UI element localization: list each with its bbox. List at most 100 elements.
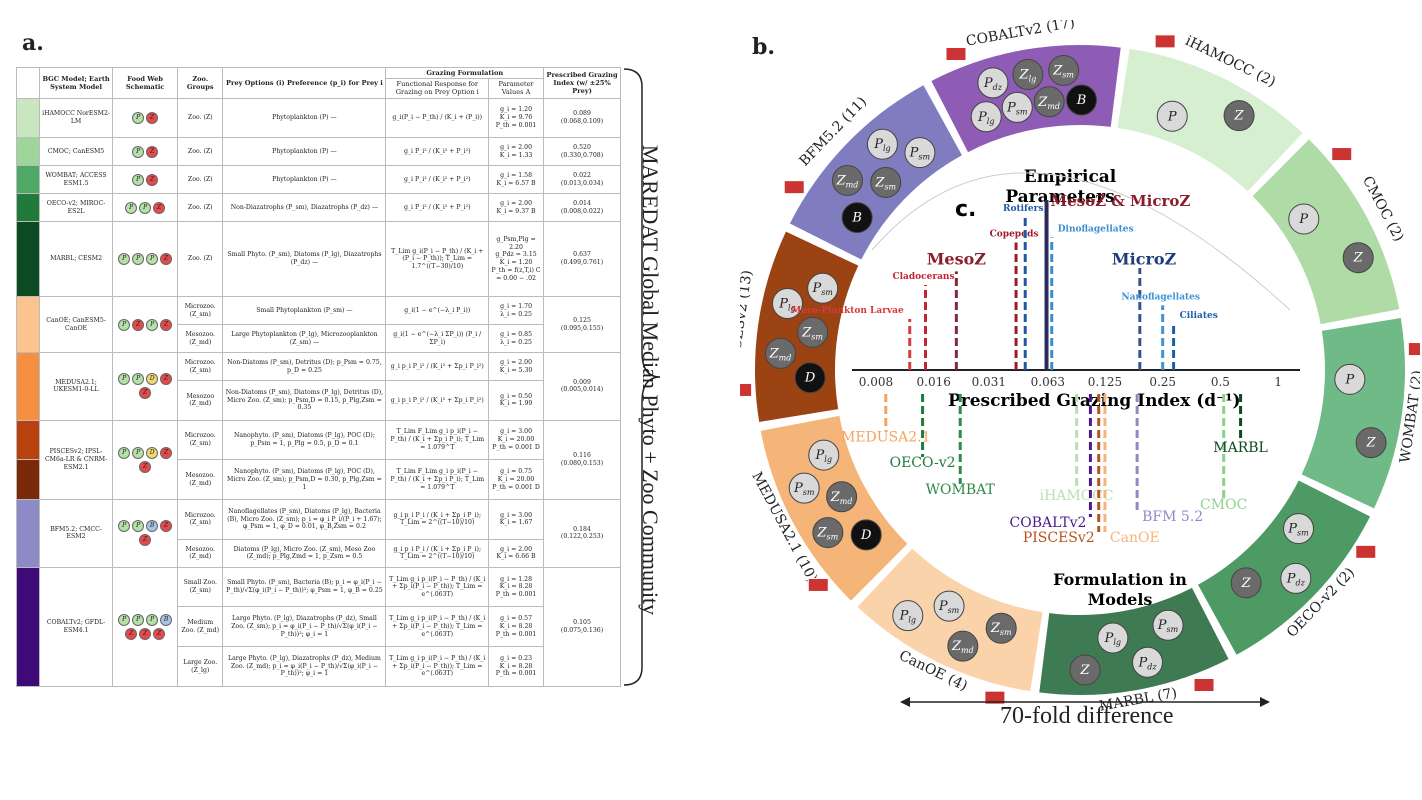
node-subscript: sm [827,533,839,542]
foodweb-node: P [146,318,159,331]
model-swatch [16,193,40,223]
node-subscript: sm [948,606,960,615]
node-pdz [977,67,1009,99]
table-row: Mesozoo. (Z_md)Nanophyto. (P_sm), Diatom… [16,459,621,501]
parameter-values: g_i = 0.50 K_i = 1.99 [488,380,545,421]
parameter-values: g_i = 2.00 K_i = 1.33 [488,137,545,167]
empirical-label: Ciliates [1180,311,1218,321]
functional-response: g_i p_i P_i² / (K_i² + Σp_i P_i²) [385,352,490,382]
node-subscript: sm [1062,70,1074,79]
panel-b-label: b. [752,34,776,60]
node-d [794,362,826,394]
node-label: Z [1353,251,1364,266]
header-zoo: Zoo. Groups [177,67,224,99]
prey-options: Nanoflagellates (P_sm), Diatoms (P_lg), … [222,499,387,540]
foodweb-node: P [146,613,159,626]
node-label: P [1298,212,1308,227]
prey-options: Small Phytoplankton (P_sm) — [222,296,387,326]
node-zsm [1048,54,1080,86]
model-label: WOMBAT [926,482,996,498]
node-z [1355,427,1387,459]
foodweb-node: Z [160,253,173,266]
table-row: Medium Zoo. (Z_md)Large Phyto. (P_lg), D… [17,606,621,648]
functional-response: T_Lim F_Lim g_i p_i(P_i − P_th) / (K_i +… [385,459,490,501]
flag-canada-icon [1331,147,1353,162]
model-swatch [16,352,40,421]
model-label: MARBL [1213,440,1268,456]
node-subscript: dz [1147,662,1157,671]
foodweb-node: Z [146,145,159,158]
empirical-label: Rotifers [1003,204,1043,214]
foodweb-node: P [139,201,152,214]
model-name: MARBL; CESM2 [38,221,114,298]
parameter-values: g_i = 2.00 K_i = 9.37 B [488,193,545,223]
ring-segment [1117,48,1303,192]
foodweb-node: Z [153,201,166,214]
node-plg [866,128,898,160]
node-label: Z [1234,109,1245,124]
zoo-group: Medium Zoo. (Z_md) [177,606,224,648]
foodweb-node: P [132,446,145,459]
grazing-index: 0.089 (0.068,0.109) [543,97,621,139]
model-swatch [16,499,40,568]
grazing-index: 0.520 (0.330,0.708) [543,137,621,167]
foodweb-node: Z [125,627,138,640]
model-name: iHAMOCC NorESM2-LM [38,97,114,139]
functional-response: T_Lim F_Lim g_i p_i(P_i − P_th) / (K_i +… [385,419,490,461]
prey-options: Non-Diatoms (P_sm), Detritus (D); p_Psm … [222,352,387,382]
flag-italy-icon [783,180,805,195]
table-row: Large Zoo. (Z_lg)Large Phyto. (P_lg), Di… [17,646,621,687]
node-label: D [860,528,872,543]
flag-australia-icon [1407,342,1420,357]
functional-response: T_Lim g_i p_i(P_i − P_th) / (K_i + Σp_i(… [385,646,490,687]
node-zmd [947,630,979,662]
node-label: Z [1241,576,1252,591]
grazing-index: 0.022 (0.013,0.034) [543,165,621,195]
foodweb-node: B [146,520,159,533]
model-name: COBALTv2; GFDL-ESM4.1 [38,566,114,688]
node-zsm [797,316,829,348]
node-label: P [1167,109,1177,124]
ring-segment [1252,139,1400,325]
node-label: Z [1366,436,1377,451]
model-label: iHAMOCC [1040,488,1114,504]
zoo-group: Microzoo. (Z_sm) [177,352,224,382]
node-subscript: lg [824,455,832,464]
foodweb-node: P [125,201,138,214]
node-subscript: sm [918,153,930,162]
node-d [850,519,882,551]
model-name: CMOC; CanESM5 [38,137,114,167]
flag-usa-icon [945,46,967,61]
node-subscript: sm [1297,529,1309,538]
foodweb-node: Z [146,112,159,125]
model-swatch [16,165,40,195]
segment-label: PISCESv2 (13) [740,269,756,375]
x-tick-label: 0.031 [972,375,1006,389]
node-plg [1097,622,1129,654]
node-label: D [804,371,816,386]
model-swatch [16,296,40,354]
node-p [1334,363,1366,395]
foodweb-node: P [146,253,159,266]
zoo-group: Zoo. (Z) [177,137,224,167]
grazing-index: 0.009 (0.005,0.014) [543,352,621,421]
node-label: P [1344,372,1354,387]
model-label: COBALTv2 [1010,515,1087,531]
foodweb-node: Z [139,534,152,547]
header-params: Parameter Values A [488,78,545,99]
title-line: Models [1088,590,1153,609]
node-subscript: md [846,180,859,189]
foodweb-node: P [118,613,131,626]
header-model: BGC Model; Earth System Model [38,67,114,99]
